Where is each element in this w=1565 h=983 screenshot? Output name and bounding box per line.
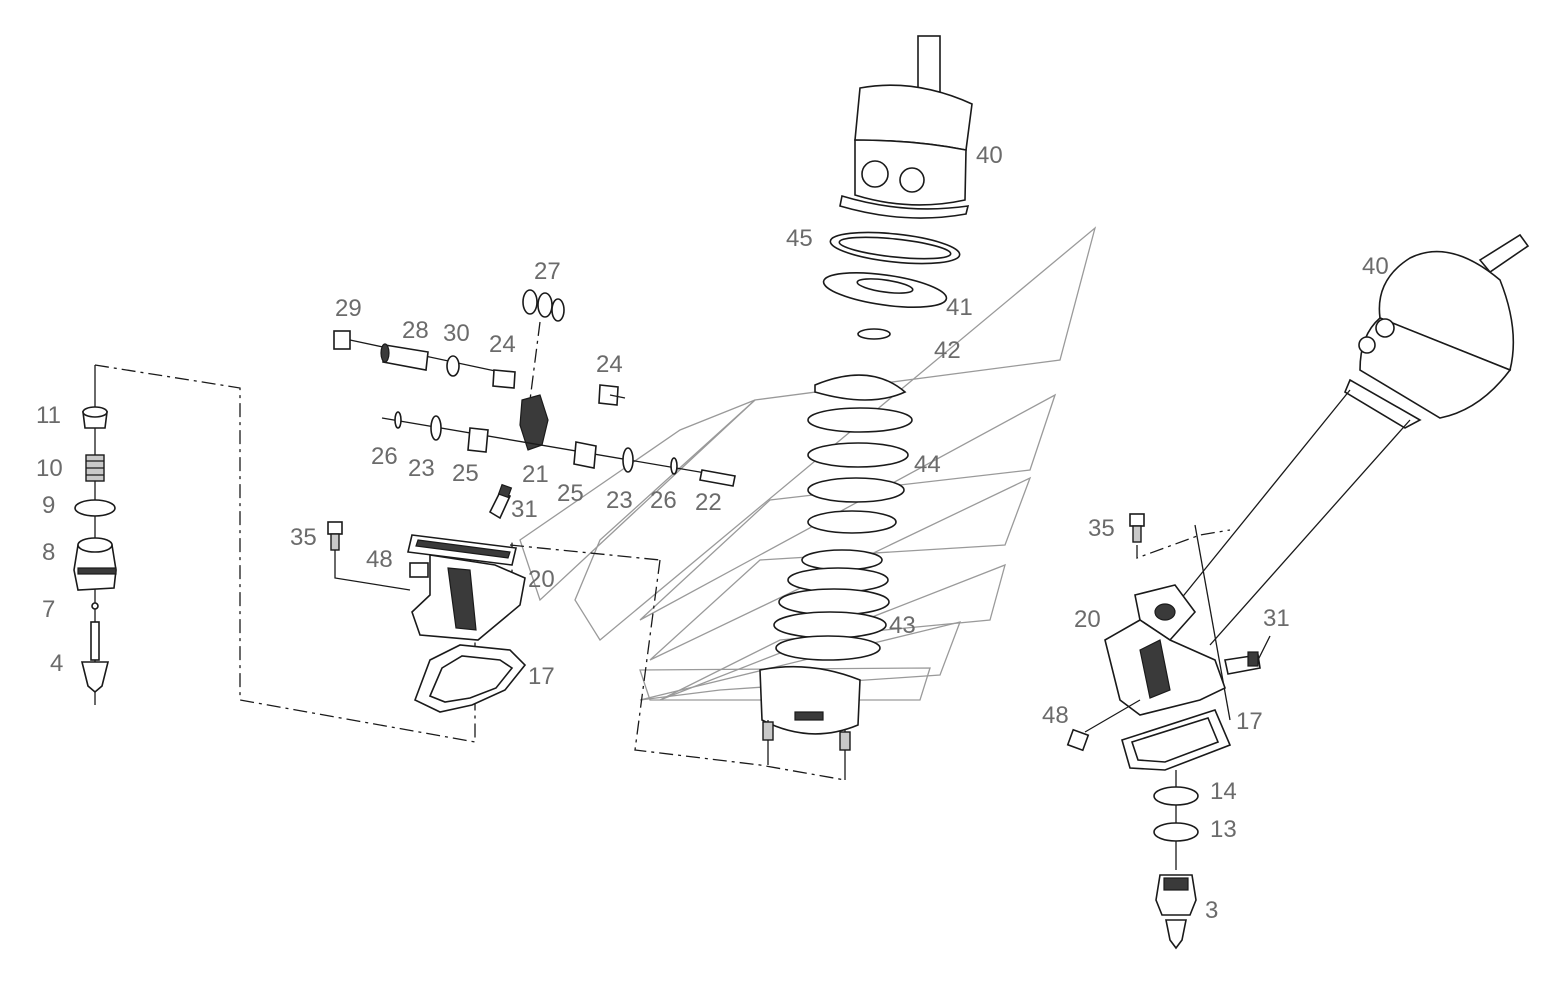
callout-4: 4 <box>50 650 63 677</box>
washer-26-b <box>670 457 678 475</box>
callout-17-right: 17 <box>1236 708 1263 735</box>
needle-4 <box>80 621 110 694</box>
pin-22 <box>699 469 736 487</box>
callout-28: 28 <box>402 317 429 344</box>
callout-24-right: 24 <box>596 351 623 378</box>
nut-48-b <box>1066 699 1141 752</box>
center-assembly <box>634 35 973 781</box>
pin-28 <box>380 343 429 371</box>
gasket-17-b <box>1121 709 1232 771</box>
callout-24-upper: 24 <box>489 331 516 358</box>
bottom-flange <box>759 665 861 780</box>
valve-body-8 <box>73 537 117 591</box>
roller-25-b <box>573 441 597 469</box>
bolt-35-a <box>327 521 411 591</box>
callout-20-left: 20 <box>528 566 555 593</box>
callout-29: 29 <box>335 295 362 322</box>
callout-13: 13 <box>1210 816 1237 843</box>
grease-fitting-31-a <box>488 483 513 520</box>
nut-48-a <box>409 562 429 578</box>
valve-3 <box>1155 874 1197 950</box>
gasket-17-a <box>413 644 527 713</box>
callout-41: 41 <box>946 294 973 321</box>
disc-23-b <box>622 447 634 473</box>
callout-40-right: 40 <box>1362 253 1389 280</box>
callout-31-left: 31 <box>511 496 538 523</box>
bellows-43 <box>773 549 890 661</box>
callout-23-right: 23 <box>606 487 633 514</box>
callout-23-left: 23 <box>408 455 435 482</box>
right-assembly <box>1066 233 1530 950</box>
callout-35-right: 35 <box>1088 515 1115 542</box>
callout-25-right: 25 <box>557 480 584 507</box>
callout-9: 9 <box>42 492 55 519</box>
callout-30: 30 <box>443 320 470 347</box>
callout-3: 3 <box>1205 897 1218 924</box>
callout-10: 10 <box>36 455 63 482</box>
callout-labels: 40 45 41 42 44 43 27 29 28 30 24 24 26 2… <box>36 142 1389 924</box>
callout-48-right: 48 <box>1042 702 1069 729</box>
housing-20-b <box>1104 584 1226 716</box>
callout-26-right: 26 <box>650 487 677 514</box>
callout-20-right: 20 <box>1074 606 1101 633</box>
bushing-24-a <box>492 369 516 389</box>
watermark-logo <box>519 226 1097 701</box>
grease-fitting-31-b <box>1224 635 1271 675</box>
snap-ring-14 <box>1153 786 1199 806</box>
callout-31-right: 31 <box>1263 605 1290 632</box>
callout-25-left: 25 <box>452 460 479 487</box>
callout-43: 43 <box>889 612 916 639</box>
callout-44: 44 <box>914 451 941 478</box>
washer-42 <box>857 328 891 340</box>
torsion-spring-27 <box>522 289 565 322</box>
o-ring-9 <box>74 499 116 517</box>
bushing-24-b <box>598 384 619 406</box>
washer-30 <box>446 355 460 377</box>
callout-40-center: 40 <box>976 142 1003 169</box>
bolt-35-b <box>1129 513 1231 559</box>
callout-7: 7 <box>42 596 55 623</box>
callout-45: 45 <box>786 225 813 252</box>
washer-26-a <box>394 411 402 429</box>
spring-10 <box>85 454 105 482</box>
disc-23-a <box>430 415 442 441</box>
coil-spring-44 <box>807 374 913 534</box>
o-ring-13 <box>1153 822 1199 842</box>
ring-7 <box>91 602 99 610</box>
roller-25-a <box>467 427 489 453</box>
callout-35-left: 35 <box>290 524 317 551</box>
actuator-cylinder-40-right <box>1343 233 1530 429</box>
callout-8: 8 <box>42 539 55 566</box>
callout-21: 21 <box>522 461 549 488</box>
housing-20-a <box>407 534 526 641</box>
callout-17-left: 17 <box>528 663 555 690</box>
callout-26-left: 26 <box>371 443 398 470</box>
callout-14: 14 <box>1210 778 1237 805</box>
callout-22: 22 <box>695 489 722 516</box>
actuator-cylinder-40 <box>839 35 973 219</box>
linkage-assembly <box>327 289 736 713</box>
callout-27: 27 <box>534 258 561 285</box>
callout-48-left: 48 <box>366 546 393 573</box>
callout-42: 42 <box>934 337 961 364</box>
callout-11: 11 <box>36 402 61 429</box>
